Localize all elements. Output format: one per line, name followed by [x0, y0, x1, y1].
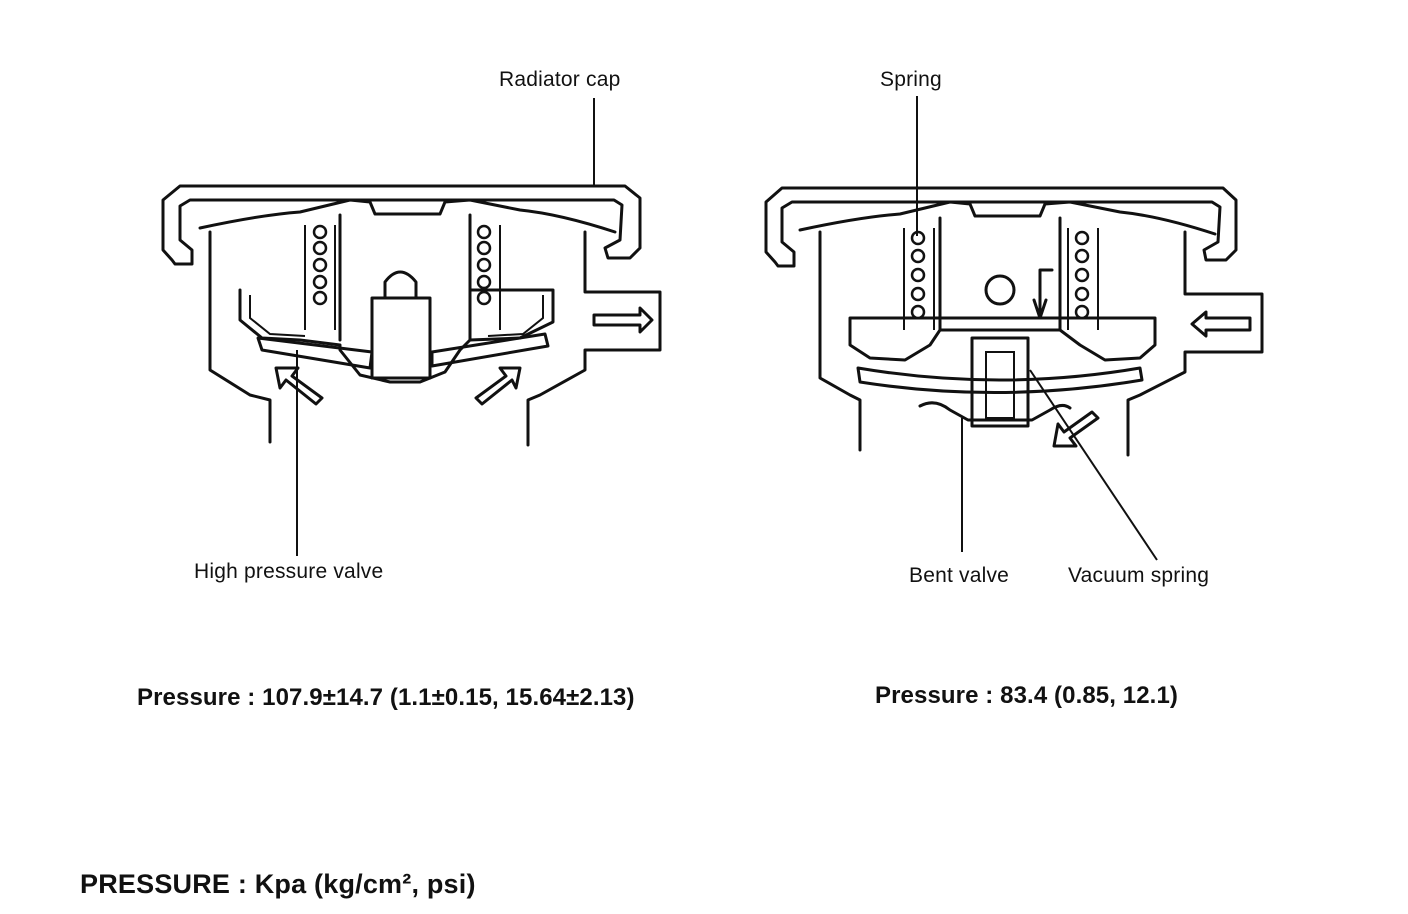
- high-pressure-valve-label: High pressure valve: [194, 560, 384, 583]
- radiator-cap-label: Radiator cap: [499, 68, 621, 91]
- right-pressure-spec: Pressure : 83.4 (0.85, 12.1): [875, 682, 1178, 709]
- leader-lines: [296, 96, 1158, 561]
- pressure-units-note: PRESSURE : Kpa (kg/cm², psi): [80, 869, 476, 899]
- vacuum-spring-label: Vacuum spring: [1068, 564, 1210, 587]
- left-cap-drawing: [161, 184, 662, 447]
- spring-label: Spring: [880, 68, 942, 91]
- bent-valve-label: Bent valve: [909, 564, 1010, 587]
- right-cap-drawing: [764, 186, 1264, 457]
- left-pressure-spec: Pressure : 107.9±14.7 (1.1±0.15, 15.64±2…: [137, 684, 635, 711]
